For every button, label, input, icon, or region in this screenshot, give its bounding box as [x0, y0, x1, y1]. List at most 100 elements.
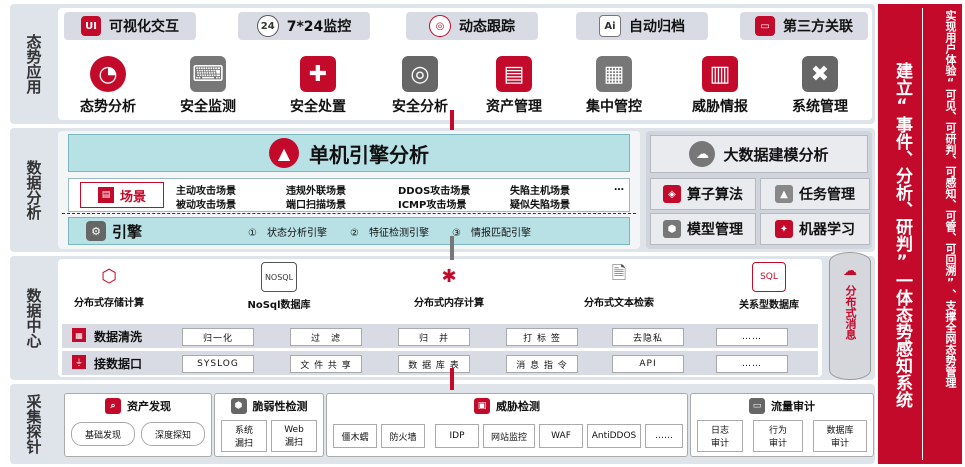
cloud-head-icon: ☁: [689, 141, 716, 167]
collection-item[interactable]: AntiDDOS: [587, 424, 641, 448]
interface-cell[interactable]: SYSLOG: [182, 355, 254, 373]
scene-item[interactable]: 主动攻击场景: [176, 186, 236, 197]
ui-icon: UI: [81, 16, 101, 36]
collection-item[interactable]: ……: [645, 424, 683, 448]
sql-icon: SQL: [752, 262, 786, 292]
tag-third-party[interactable]: ▭ 第三方关联: [740, 12, 868, 40]
collection-item[interactable]: 日志 审计: [697, 420, 743, 452]
cleaning-cell[interactable]: 归 并: [398, 328, 470, 346]
scene-icon: ▤: [97, 187, 114, 203]
gear-db-icon: ⚙: [86, 221, 106, 241]
threat-detection-box: ▣威胁检测 僵木蠕 防火墙 IDP 网站监控 WAF AntiDDOS ……: [326, 393, 688, 457]
collection-item[interactable]: 深度探知: [141, 422, 205, 446]
dc-distributed-memory[interactable]: ✱ 分布式内存计算: [394, 262, 504, 312]
task-management-button[interactable]: ▲任务管理: [760, 178, 870, 210]
app-asset-management[interactable]: ▤ 资产管理: [464, 56, 564, 116]
interface-cell[interactable]: API: [612, 355, 684, 373]
arrow-app-to-analysis: [450, 110, 454, 130]
collection-item[interactable]: 网站监控: [483, 424, 535, 448]
collection-item[interactable]: 防火墙: [381, 424, 425, 448]
tag-label: 第三方关联: [783, 19, 853, 35]
cleaning-label: 数据清洗: [94, 330, 143, 344]
cleaning-cell[interactable]: 打 标 签: [506, 328, 578, 346]
monitor-audit-icon: ▭: [749, 398, 765, 414]
dc-label: 关系型数据库: [739, 300, 799, 311]
collection-item[interactable]: 僵木蠕: [333, 424, 377, 448]
globe-monitor-icon: ◎: [402, 56, 438, 92]
button-label: 任务管理: [799, 187, 855, 203]
arrow-analysis-to-center: [450, 236, 454, 260]
app-threat-intel[interactable]: ▥ 威胁情报: [670, 56, 770, 116]
asset-discovery-box: ⌕资产发现 基础发现 深度探知: [64, 393, 212, 457]
scene-label[interactable]: ▤ 场景: [80, 182, 164, 208]
bigdata-title-bar[interactable]: ☁ 大数据建模分析: [650, 135, 868, 173]
collection-item[interactable]: WAF: [539, 424, 583, 448]
interface-cell[interactable]: 消 息 指 令: [506, 355, 578, 373]
dashed-divider: [62, 213, 636, 214]
arrow-center-to-collection: [450, 368, 454, 390]
interface-cell[interactable]: ……: [716, 355, 788, 373]
collection-item[interactable]: Web 漏扫: [271, 420, 317, 452]
app-security-monitoring[interactable]: ⌨ 安全监测: [158, 56, 258, 116]
collection-item[interactable]: IDP: [435, 424, 479, 448]
dc-label: NoSql数据库: [247, 300, 311, 311]
app-label: 集中管控: [586, 99, 642, 115]
message-queue-cylinder[interactable]: ☁ 分布式消息: [829, 252, 871, 380]
scene-item[interactable]: 疑似失陷场景: [510, 200, 570, 211]
vulnerability-box: ⬢ 脆弱性检测 系统 漏扫 Web 漏扫: [214, 393, 324, 457]
scene-more[interactable]: …: [614, 182, 624, 193]
cleaning-cell[interactable]: 过 滤: [290, 328, 362, 346]
machine-learning-button[interactable]: ✦机器学习: [760, 213, 870, 245]
interface-cell[interactable]: 数 据 库 表: [398, 355, 470, 373]
engine-item[interactable]: ② 特征检测引擎: [350, 228, 429, 239]
tag-auto-archive[interactable]: Ai 自动归档: [576, 12, 708, 40]
dc-label: 分布式文本检索: [584, 298, 654, 309]
dc-distributed-storage[interactable]: ⬡ 分布式存储计算: [54, 262, 164, 312]
dc-relational-database[interactable]: SQL 关系型数据库: [714, 262, 824, 312]
tag-24-monitoring[interactable]: 24 7*24监控: [238, 12, 370, 40]
conclusion-panel: [878, 4, 962, 464]
keyboard-icon: ⌨: [190, 56, 226, 92]
clock-24-icon: 24: [256, 15, 279, 37]
dc-distributed-text-search[interactable]: 🗎 分布式文本检索: [564, 262, 674, 312]
collection-item[interactable]: 数据库 审计: [813, 420, 867, 452]
scene-item[interactable]: 端口扫描场景: [286, 200, 346, 211]
shield-scan-icon: ⬢: [230, 398, 247, 414]
scene-item[interactable]: ICMP攻击场景: [398, 200, 467, 211]
tag-dynamic-tracking[interactable]: ◎ 动态跟踪: [406, 12, 538, 40]
dc-nosql-database[interactable]: NOSQL NoSql数据库: [224, 262, 334, 312]
cleaning-cell[interactable]: ……: [716, 328, 788, 346]
engine-bar: [68, 217, 630, 245]
monitor-icon: ▭: [755, 16, 775, 36]
app-central-control[interactable]: ▦ 集中管控: [564, 56, 664, 116]
collection-item[interactable]: 系统 漏扫: [221, 420, 267, 452]
collection-title: 脆弱性检测: [252, 400, 308, 413]
scene-item[interactable]: DDOS攻击场景: [398, 186, 471, 197]
cleaning-cell[interactable]: 去隐私: [612, 328, 684, 346]
row-label-data-analysis: 数据分析: [24, 160, 43, 220]
app-security-response[interactable]: ✚ 安全处置: [268, 56, 368, 116]
app-label: 态势分析: [80, 99, 136, 115]
dc-label: 分布式内存计算: [414, 298, 484, 309]
nosql-envelope-icon: NOSQL: [261, 262, 297, 292]
toolbox-icon: ▣: [474, 398, 490, 414]
model-management-button[interactable]: ⬢模型管理: [650, 213, 756, 245]
engine-item[interactable]: ③ 情报匹配引擎: [452, 228, 531, 239]
scene-item[interactable]: 被动攻击场景: [176, 200, 236, 211]
engine-item[interactable]: ① 状态分析引擎: [248, 228, 327, 239]
scene-item[interactable]: 违规外联场景: [286, 186, 346, 197]
interface-label: 接数据口: [94, 357, 143, 371]
scene-item[interactable]: 失陷主机场景: [510, 186, 570, 197]
collection-title: 流量审计: [771, 400, 815, 413]
tag-label: 可视化交互: [109, 19, 179, 35]
collection-item[interactable]: 基础发现: [71, 422, 135, 446]
app-situation-analysis[interactable]: ◔ 态势分析: [58, 56, 158, 116]
tag-visual-interaction[interactable]: UI 可视化交互: [64, 12, 196, 40]
engine-title-bar[interactable]: ▲ 单机引擎分析: [68, 134, 630, 172]
app-system-management[interactable]: ✖ 系统管理: [770, 56, 870, 116]
collection-item[interactable]: 行为 审计: [753, 420, 803, 452]
app-security-analysis[interactable]: ◎ 安全分析: [370, 56, 470, 116]
interface-cell[interactable]: 文 件 共 享: [290, 355, 362, 373]
cleaning-cell[interactable]: 归一化: [182, 328, 254, 346]
operator-algorithm-button[interactable]: ◈算子算法: [650, 178, 756, 210]
